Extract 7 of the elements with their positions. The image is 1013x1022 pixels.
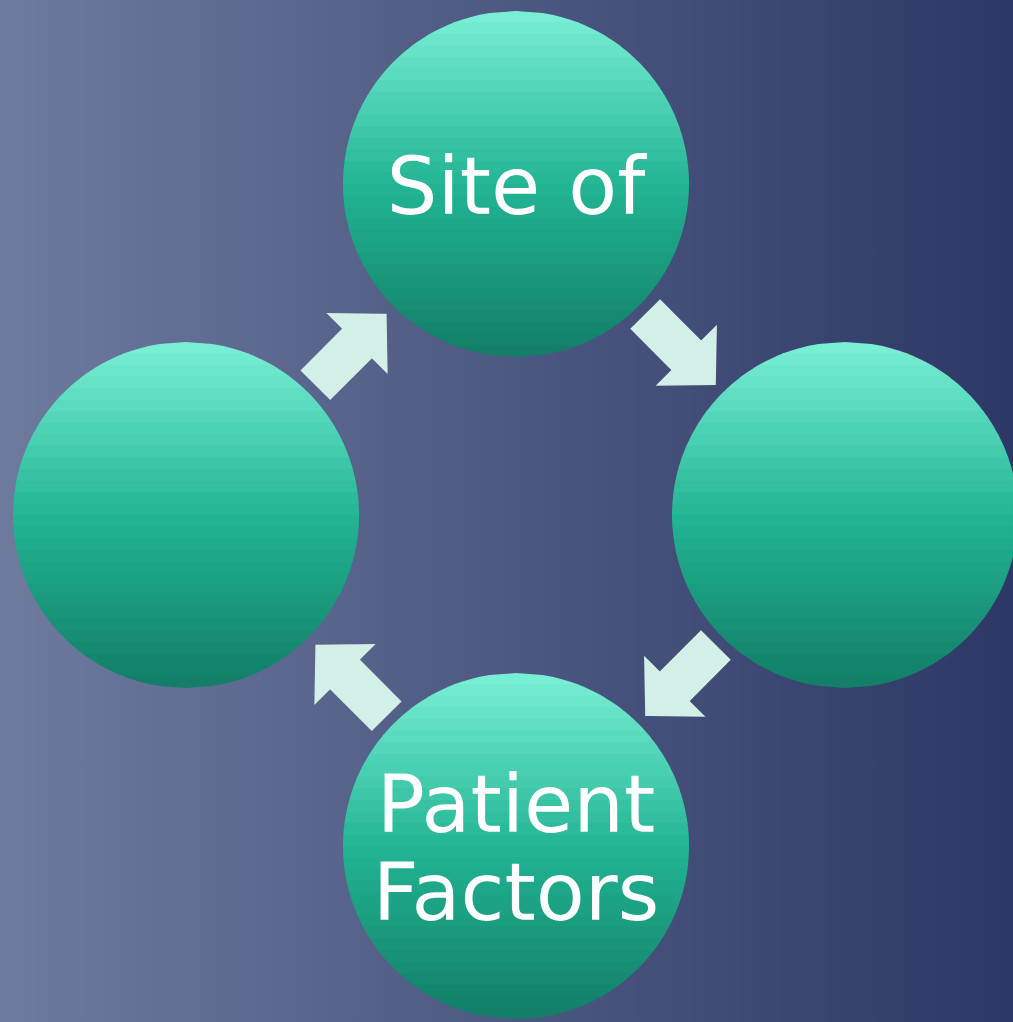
node-label: Site of — [391, 153, 647, 215]
circle — [13, 342, 359, 688]
block-arrow — [300, 312, 388, 401]
block-arrow — [630, 299, 717, 386]
node-label: Patient Factors — [380, 771, 656, 921]
block-arrow — [644, 630, 731, 717]
circle — [672, 342, 1013, 688]
